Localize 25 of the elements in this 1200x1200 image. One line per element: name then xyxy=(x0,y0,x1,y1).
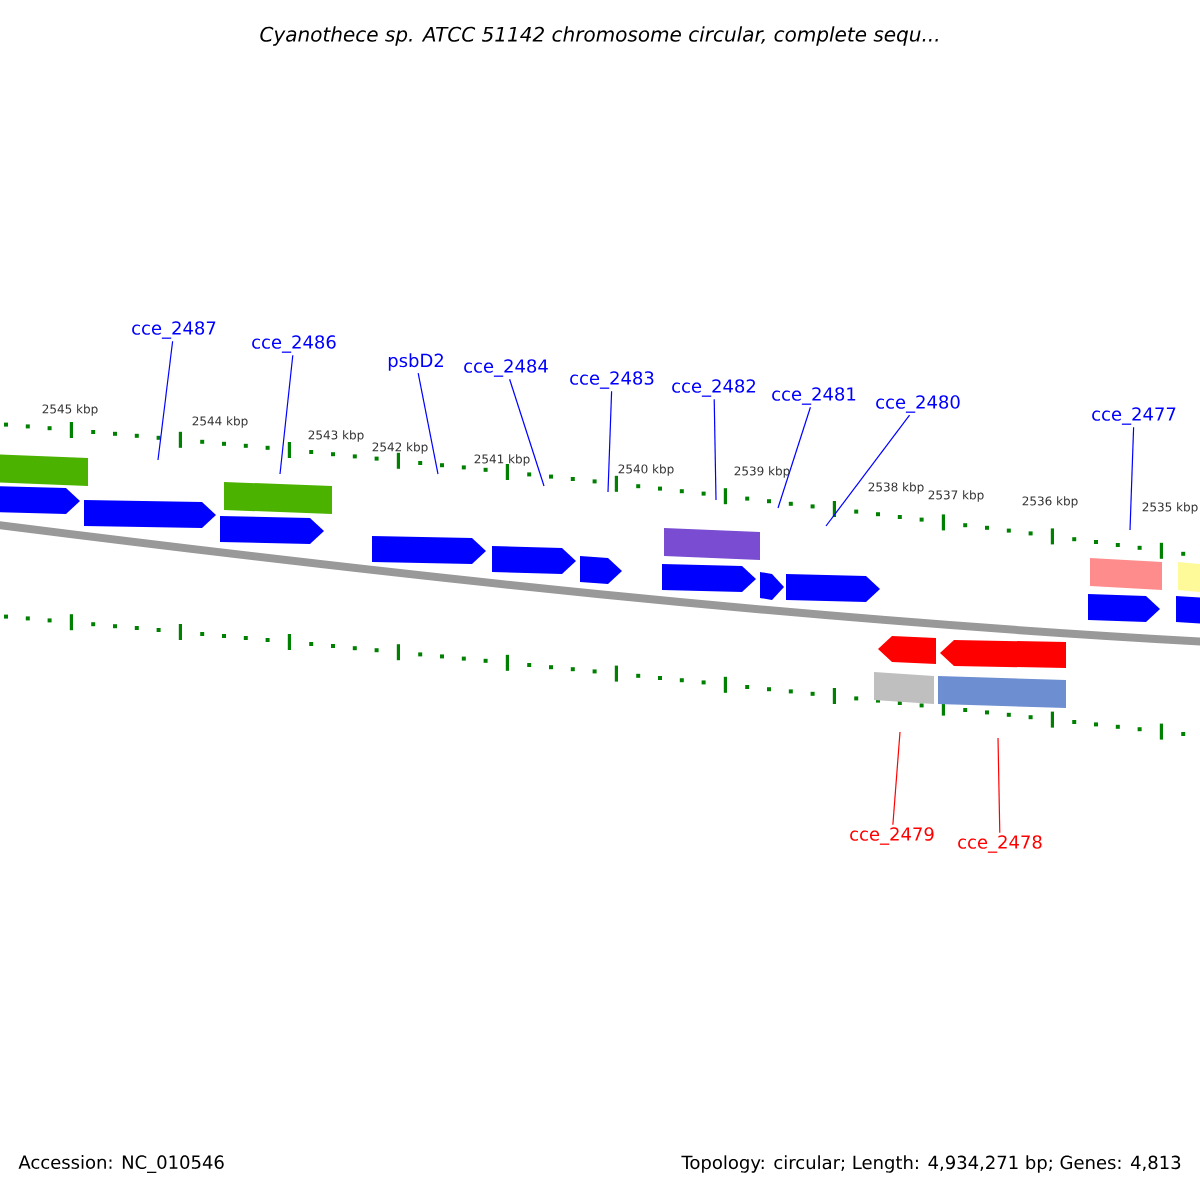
footer-text: Accession: NC_010546 xyxy=(18,1155,224,1173)
gene-label: cce_2487 xyxy=(132,321,216,339)
leader-line xyxy=(157,340,174,461)
leader-line xyxy=(777,406,811,509)
gene-label: cce_2480 xyxy=(876,395,960,413)
leader-line xyxy=(607,390,613,493)
leader-line xyxy=(713,398,717,501)
leader-line xyxy=(417,372,439,475)
title: Cyanothece sp. ATCC 51142 chromosome circular, complete sequ... xyxy=(260,26,938,46)
leader-line xyxy=(279,354,294,475)
footer-text: Topology: circular; Length: 4,934,271 bp; Genes: 4,813 xyxy=(681,1155,1181,1173)
gene-label: cce_2479 xyxy=(850,827,934,845)
gene-label: cce_2484 xyxy=(464,359,548,377)
leader-line xyxy=(892,731,901,826)
leader-line xyxy=(997,737,1001,834)
gene-label: cce_2483 xyxy=(570,371,654,389)
leader-line xyxy=(1129,426,1135,531)
gene-label: cce_2481 xyxy=(772,387,856,405)
gene-label: cce_2478 xyxy=(958,835,1042,853)
gene-label: psbD2 xyxy=(388,353,443,371)
leader-line xyxy=(509,378,545,487)
gene-label: cce_2477 xyxy=(1092,407,1176,425)
gene-label: cce_2482 xyxy=(672,379,756,397)
leader-line xyxy=(825,414,911,527)
gene-label: cce_2486 xyxy=(252,335,336,353)
